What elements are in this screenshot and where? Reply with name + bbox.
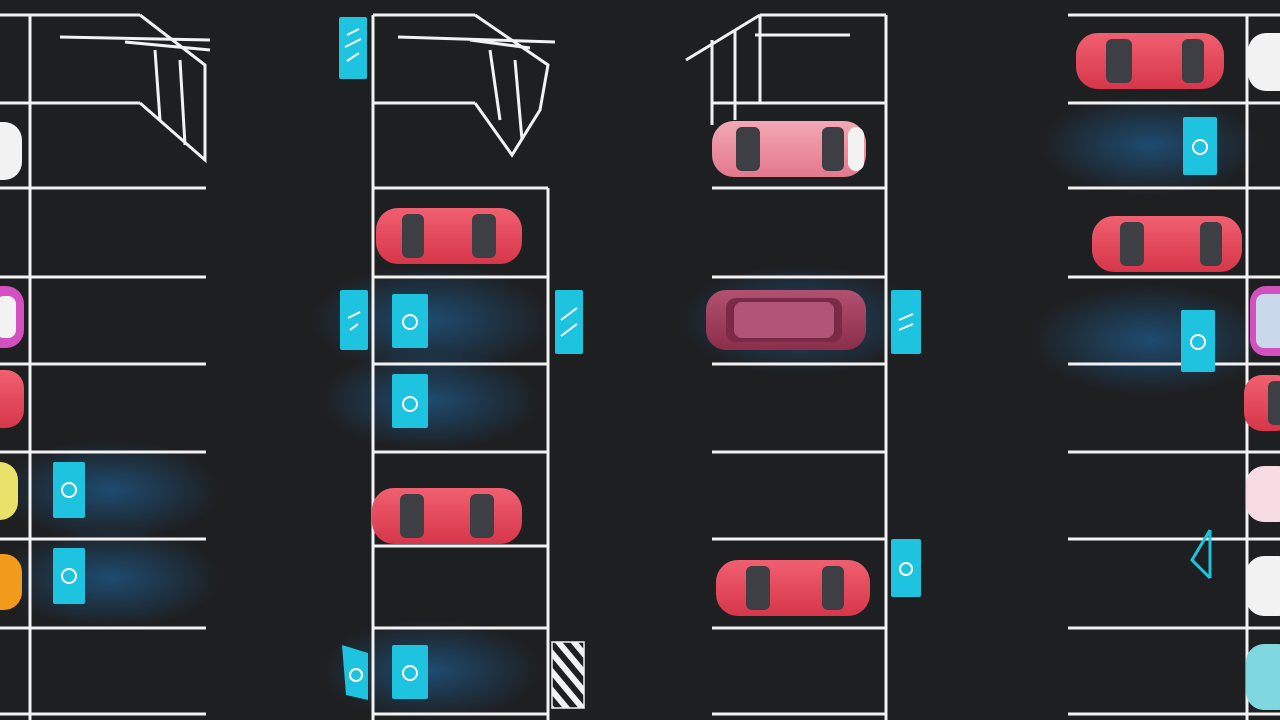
ev-charger-icon [392, 374, 428, 428]
ev-charger-icon [53, 548, 85, 604]
parking-lines [0, 13, 1280, 720]
car [1092, 216, 1242, 272]
ev-charger-icon [339, 17, 367, 79]
ev-charger-icon [1181, 310, 1215, 372]
ev-charger-icon [891, 290, 921, 354]
ev-charger-icon [392, 645, 428, 699]
car [1246, 466, 1280, 522]
ev-charger-icons [53, 17, 1217, 700]
car [0, 462, 18, 520]
car [706, 290, 866, 350]
car [1248, 33, 1280, 91]
car [372, 488, 522, 544]
car [1246, 556, 1280, 616]
car [0, 370, 24, 428]
car [1246, 644, 1280, 710]
car [1250, 286, 1280, 356]
hatched-no-parking-icon [551, 641, 585, 709]
ev-charger-icon [340, 290, 368, 350]
ev-charger-icon [342, 645, 368, 700]
car [0, 286, 24, 348]
car [712, 121, 866, 177]
ev-charger-icon [555, 290, 583, 354]
car [0, 122, 22, 180]
car [716, 560, 870, 616]
car [0, 554, 22, 610]
cars [0, 33, 1280, 710]
ev-charger-icon [53, 462, 85, 518]
arrow-icon [1190, 529, 1212, 580]
ev-charger-icon [891, 539, 921, 597]
ev-charger-icon [392, 294, 428, 348]
car [376, 208, 522, 264]
car [1076, 33, 1224, 89]
ev-charger-icon [1183, 117, 1217, 175]
car [1244, 375, 1280, 431]
